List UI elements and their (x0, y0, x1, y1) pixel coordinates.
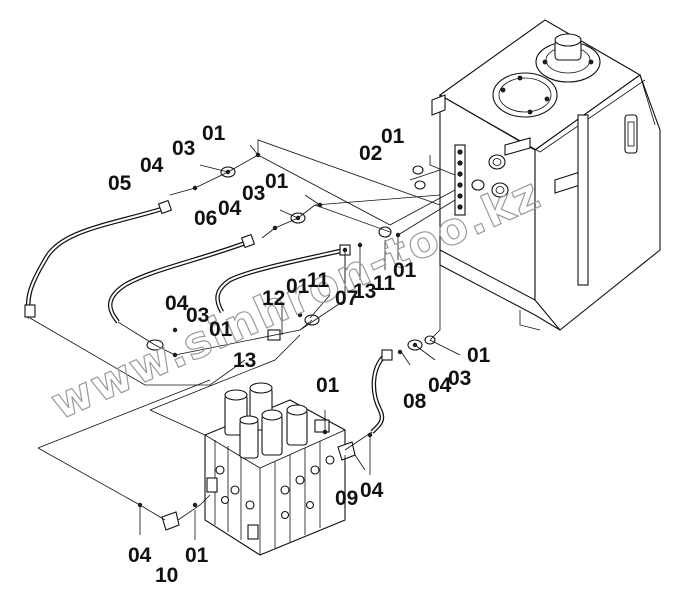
label-01-b: 01 (393, 259, 417, 282)
label-01-c: 01 (286, 275, 310, 298)
hose-08 (370, 349, 393, 434)
label-03-mid: 03 (242, 182, 265, 205)
label-13-b: 13 (233, 349, 256, 372)
hydraulic-tank (431, 19, 661, 331)
label-10: 10 (155, 564, 178, 587)
label-03-left: 03 (186, 304, 209, 327)
label-11-b: 11 (307, 269, 330, 292)
label-12: 12 (262, 287, 285, 310)
label-07: 07 (335, 287, 358, 310)
control-valve-assembly (204, 382, 346, 556)
label-04-valve: 04 (360, 479, 384, 502)
watermark-text: www.sinhron-too.kz (44, 168, 549, 430)
label-11-a: 11 (373, 272, 396, 295)
label-04-right: 04 (428, 374, 452, 397)
label-08: 08 (403, 390, 427, 413)
label-01-top: 01 (202, 122, 226, 145)
label-09: 09 (335, 487, 358, 510)
label-02-tank: 02 (359, 142, 382, 165)
label-13-a: 13 (353, 280, 376, 303)
label-03-top: 03 (172, 137, 195, 160)
label-01-valve: 01 (316, 374, 340, 397)
part-labels: 01 03 04 05 06 04 03 01 01 02 07 13 11 0… (108, 122, 491, 587)
leader-dots (137, 152, 418, 508)
label-01-left: 01 (209, 318, 233, 341)
tank-manifold-block (454, 144, 466, 216)
label-04-top: 04 (140, 154, 164, 177)
tank-port-fittings (471, 154, 509, 198)
label-01-right: 01 (467, 344, 491, 367)
label-01-bottom: 01 (185, 544, 209, 567)
label-04-left: 04 (165, 292, 189, 315)
label-05: 05 (108, 172, 132, 195)
label-01-tank: 01 (381, 125, 405, 148)
label-01-mid: 01 (265, 170, 289, 193)
hose-05 (24, 199, 173, 319)
label-06: 06 (194, 207, 217, 230)
label-03-right: 03 (448, 367, 471, 390)
label-04-bottom: 04 (128, 544, 152, 567)
label-04-mid: 04 (218, 197, 242, 220)
hose-06 (108, 233, 256, 324)
